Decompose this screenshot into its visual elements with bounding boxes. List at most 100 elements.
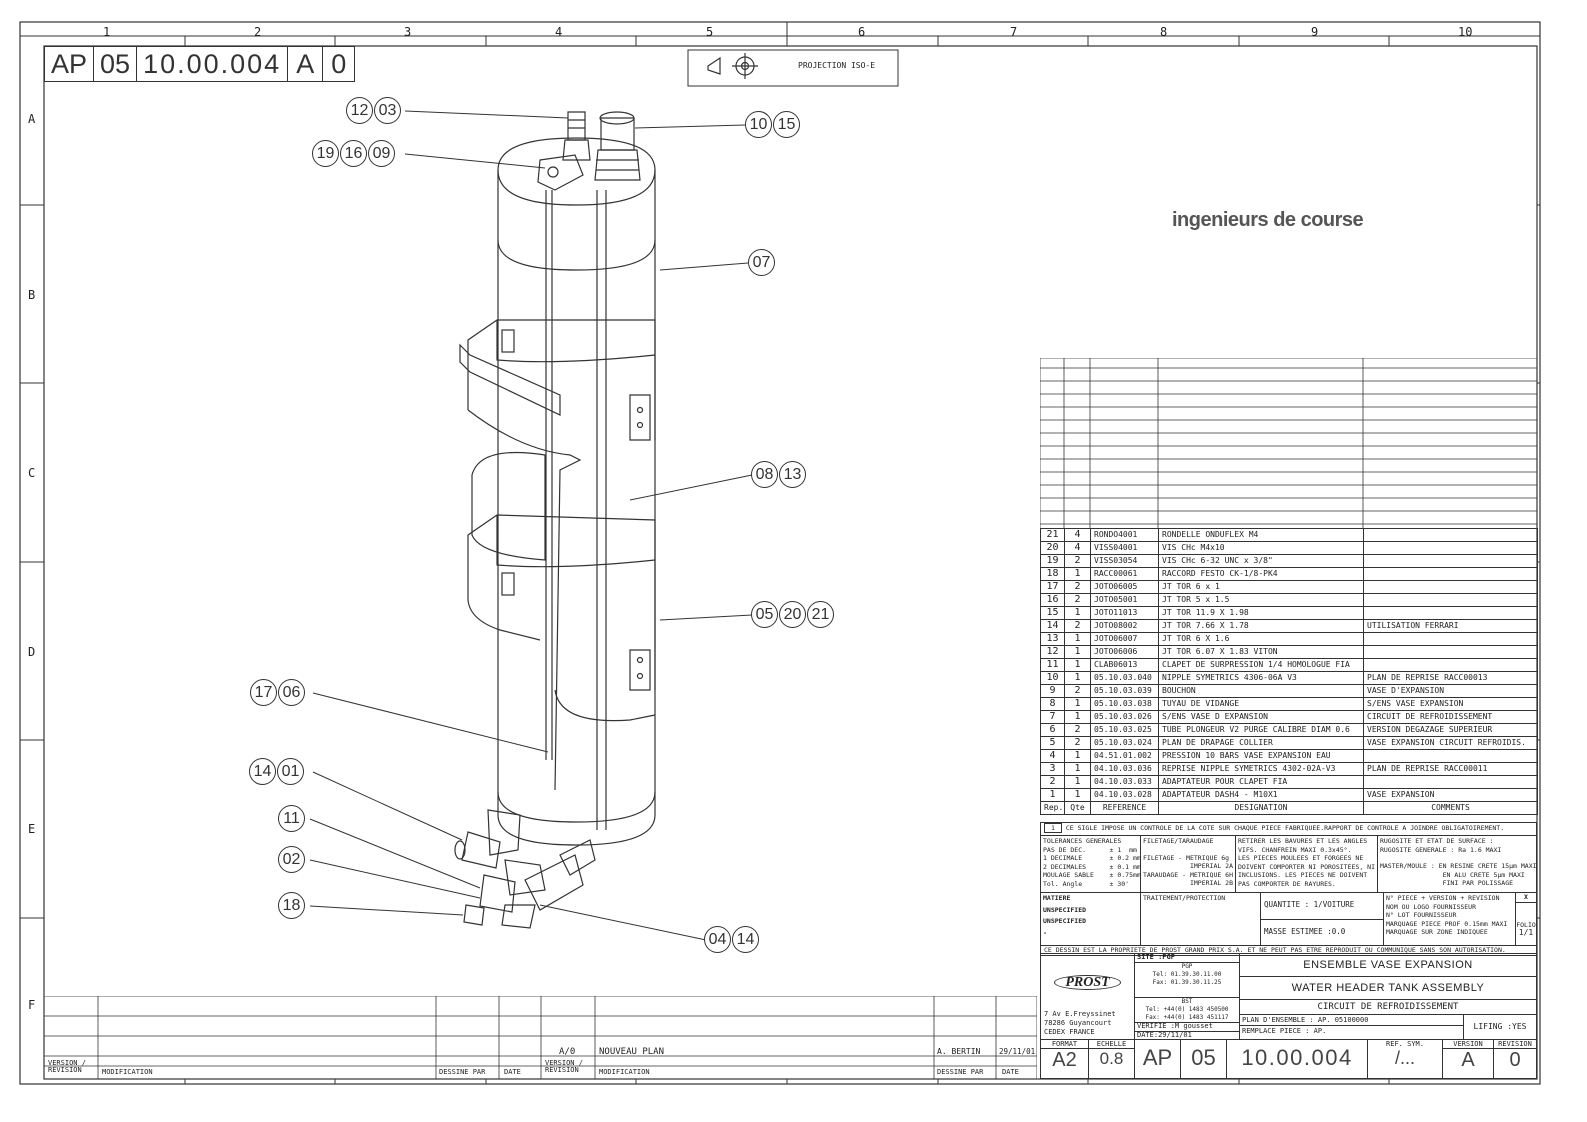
- rev-entry-dessine: A. BERTIN: [937, 1047, 981, 1056]
- bom-rep: 14: [1040, 619, 1065, 633]
- callout-bubble: 14: [732, 926, 759, 953]
- bom-designation: ADAPTATEUR POUR CLAPET FIA: [1158, 775, 1364, 789]
- callout-bubble: 08: [751, 461, 778, 488]
- bom-qte: 2: [1064, 684, 1091, 698]
- tolerance-line: MOULAGE SABLE ± 0.75mm: [1043, 871, 1141, 879]
- bom-rep: 13: [1040, 632, 1065, 646]
- rugosite-line: FINI PAR POLISSAGE: [1379, 879, 1514, 887]
- bavures-line: INCLUSIONS. LES PIECES NE DOIVENT: [1238, 871, 1368, 879]
- bom-qte: 1: [1064, 658, 1091, 672]
- callout-bubble: 01: [277, 758, 304, 785]
- bom-reference: VISS03054: [1090, 554, 1159, 568]
- bom-reference: 05.10.03.040: [1090, 671, 1159, 685]
- masse-estimee: MASSE ESTIMEE :0.0: [1264, 926, 1346, 936]
- bavures-line: RETIRER LES BAVURES ET LES ANGLES: [1238, 837, 1368, 845]
- folio: 1/1: [1518, 928, 1534, 937]
- address-line: CEDEX FRANCE: [1044, 1028, 1095, 1036]
- matiere-line-2: UNSPECIFIED: [1043, 917, 1087, 925]
- slot-window: [471, 451, 546, 561]
- bom-qte: 1: [1064, 775, 1091, 789]
- bom-qte: 1: [1064, 788, 1091, 802]
- bom-qte: 2: [1064, 723, 1091, 737]
- bom-comments: [1363, 775, 1538, 789]
- bottom-fitting-mid: [479, 874, 516, 913]
- bom-comments: [1363, 606, 1538, 620]
- tb-revision: 0: [1509, 1049, 1521, 1071]
- callout-bubble: 15: [773, 111, 800, 138]
- address-line: 78286 Guyancourt: [1044, 1019, 1112, 1027]
- header-group: 05: [94, 47, 138, 81]
- bom-reference: 04.51.01.002: [1090, 749, 1159, 763]
- version-label: VERSION: [1443, 1040, 1493, 1049]
- header-number: 10.00.004: [137, 47, 289, 81]
- tolerance-line: Tol. Angle ± 30': [1043, 879, 1130, 888]
- rugosite-line: RUGOSITE GENERALE : Ra 1.6 MAXI: [1379, 845, 1502, 854]
- tb-version: A: [1461, 1049, 1475, 1071]
- bom-header-reference: REFERENCE: [1090, 801, 1159, 815]
- site: SITE :PGP: [1135, 953, 1239, 963]
- header-drawing-number: AP 05 10.00.004 A 0: [44, 46, 356, 82]
- bottom-fitting-right: [524, 854, 584, 911]
- callout-02: 02: [278, 846, 306, 873]
- bom-comments: [1363, 645, 1538, 659]
- bom-designation: NIPPLE SYMETRICS 4306-06A V3: [1158, 671, 1364, 685]
- callout-bubble: 03: [374, 97, 401, 124]
- bom-comments: VASE EXPANSION CIRCUIT REFROIDIS.: [1363, 736, 1538, 750]
- rugosite-line: RUGOSITE ET ETAT DE SURFACE :: [1379, 837, 1494, 845]
- row-grid: [20, 204, 1540, 919]
- bom-rep: 2: [1040, 775, 1065, 789]
- bom-reference: JOTO06006: [1090, 645, 1159, 659]
- bom-comments: VASE D'EXPANSION: [1363, 684, 1538, 698]
- bom-header-qte: Qte: [1064, 801, 1091, 815]
- bom-qte: 2: [1064, 554, 1091, 568]
- rev-entry-date: 29/11/01: [999, 1047, 1036, 1056]
- bom-designation: PLAN DE DRAPAGE COLLIER: [1158, 736, 1364, 750]
- bom-designation: BOUCHON: [1158, 684, 1364, 698]
- callout-bubble: 14: [249, 758, 276, 785]
- bom-reference: 05.10.03.039: [1090, 684, 1159, 698]
- bom-comments: [1363, 632, 1538, 646]
- callout-bubble: 06: [278, 679, 305, 706]
- piece-info-line: N° PIECE + VERSION + REVISION: [1386, 894, 1500, 902]
- bom-qte: 4: [1064, 528, 1091, 542]
- bom-qte: 2: [1064, 580, 1091, 594]
- bom-qte: 4: [1064, 541, 1091, 555]
- bst-line: Tel: +44(0) 1483 450500: [1145, 1006, 1229, 1013]
- remplace-piece: REMPLACE PIECE : AP.: [1242, 1027, 1327, 1035]
- propriete-note: CE DESSIN EST LA PROPRIETE DE PROST GRAN…: [1044, 946, 1506, 954]
- bom-rep: 7: [1040, 710, 1065, 724]
- revision-label: REVISION: [1494, 1040, 1536, 1049]
- filetage-line: [1143, 846, 1233, 854]
- bom-qte: 1: [1064, 710, 1091, 724]
- piece-info-line: NOM OU LOGO FOURNISSEUR: [1386, 902, 1477, 911]
- bom-rep: 10: [1040, 671, 1065, 685]
- tank-assembly-drawing: [454, 111, 656, 929]
- pgp-line: PGP: [1181, 962, 1193, 970]
- quantite-block: QUANTITE : 1/VOITURE MASSE ESTIMEE :0.0: [1261, 893, 1384, 945]
- bom-reference: CLAB06013: [1090, 658, 1159, 672]
- bom-qte: 1: [1064, 749, 1091, 763]
- column-grid-top: [20, 22, 1540, 46]
- bom-header-designation: DESIGNATION: [1158, 801, 1364, 815]
- bom-rep: 18: [1040, 567, 1065, 581]
- bom-qte: 1: [1064, 762, 1091, 776]
- bom-qte: 1: [1064, 671, 1091, 685]
- bom-comments: PLAN DE REPRISE RACC00011: [1363, 762, 1538, 776]
- bom-rep: 17: [1040, 580, 1065, 594]
- matiere-line-1: UNSPECIFIED: [1043, 905, 1087, 914]
- bom-reference: RACC00061: [1090, 567, 1159, 581]
